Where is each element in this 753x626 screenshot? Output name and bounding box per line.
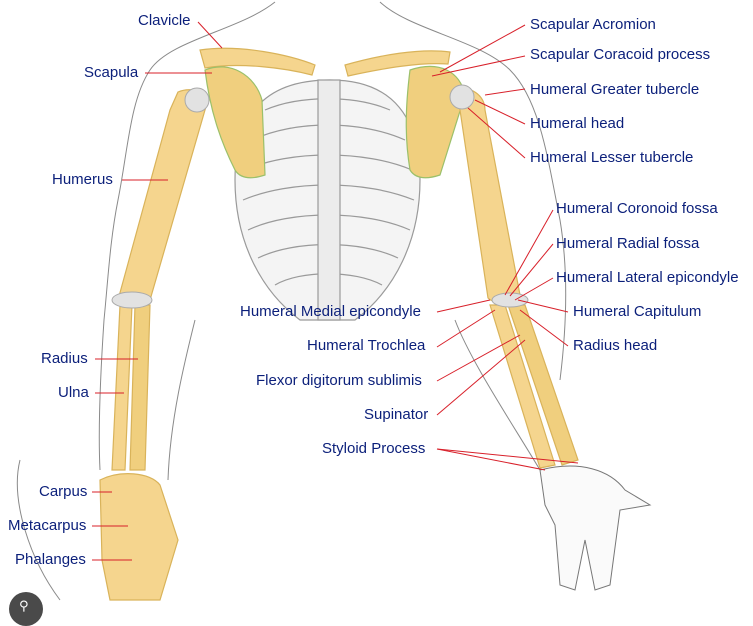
label-humeral-coronoid-fossa: Humeral Coronoid fossa bbox=[556, 200, 718, 217]
left-arm-bones bbox=[99, 89, 207, 601]
label-supinator: Supinator bbox=[364, 406, 429, 423]
label-scapular-coracoid: Scapular Coracoid process bbox=[530, 46, 711, 63]
right-arm-cartilage bbox=[449, 84, 529, 308]
body-outline bbox=[16, 1, 567, 601]
label-scapular-acromion: Scapular Acromion bbox=[530, 16, 656, 33]
label-humeral-radial-fossa: Humeral Radial fossa bbox=[556, 235, 700, 252]
rib-cage bbox=[234, 79, 421, 321]
leader-lines bbox=[92, 21, 579, 561]
clavicles bbox=[199, 47, 451, 77]
label-humeral-medial-epicondyle: Humeral Medial epicondyle bbox=[240, 303, 421, 320]
label-clavicle: Clavicle bbox=[138, 12, 191, 29]
label-humeral-greater-tubercle: Humeral Greater tubercle bbox=[530, 81, 700, 98]
right-hand bbox=[539, 465, 652, 591]
label-humeral-trochlea: Humeral Trochlea bbox=[307, 337, 426, 354]
label-ulna: Ulna bbox=[58, 384, 89, 401]
label-humeral-lateral-epicondyle: Humeral Lateral epicondyle bbox=[556, 269, 739, 286]
label-styloid-process: Styloid Process bbox=[322, 440, 426, 457]
lens-icon: ⚲ bbox=[19, 599, 29, 614]
left-arm-cartilage bbox=[111, 87, 210, 309]
label-humeral-head: Humeral head bbox=[530, 115, 625, 132]
skeleton-diagram bbox=[16, 1, 652, 601]
label-humeral-capitulum: Humeral Capitulum bbox=[573, 303, 702, 320]
zoom-button[interactable]: ⚲ bbox=[9, 592, 43, 626]
label-humeral-lesser-tubercle: Humeral Lesser tubercle bbox=[530, 149, 694, 166]
label-radius-head: Radius head bbox=[573, 337, 658, 354]
label-flexor-digitorum: Flexor digitorum sublimis bbox=[256, 372, 422, 389]
label-metacarpus: Metacarpus bbox=[8, 517, 87, 534]
label-carpus: Carpus bbox=[39, 483, 88, 500]
label-humerus: Humerus bbox=[52, 171, 113, 188]
label-radius: Radius bbox=[41, 350, 88, 367]
label-scapula: Scapula bbox=[84, 64, 139, 81]
label-phalanges: Phalanges bbox=[15, 551, 86, 568]
